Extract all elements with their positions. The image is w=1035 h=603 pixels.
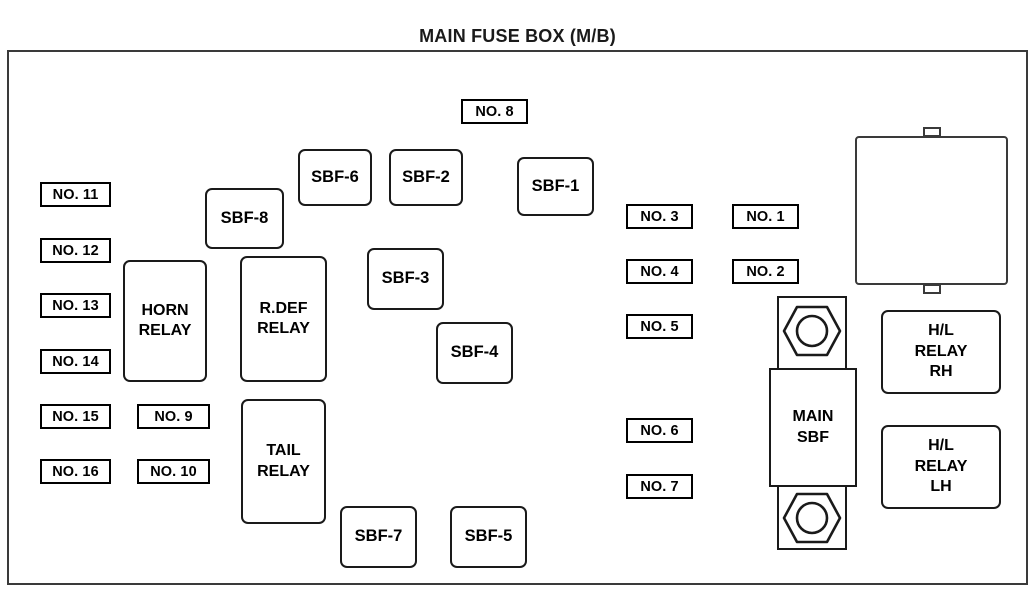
block-sbf-4[interactable]: SBF-4 bbox=[436, 322, 513, 384]
block-label-line: SBF-3 bbox=[381, 269, 430, 288]
block-sbf-1[interactable]: SBF-1 bbox=[517, 157, 594, 216]
fuse-label-text: NO. 5 bbox=[640, 318, 679, 335]
block-sbf-5[interactable]: SBF-5 bbox=[450, 506, 527, 568]
block-label-line: RELAY bbox=[914, 342, 968, 360]
fuse-label-no-12[interactable]: NO. 12 bbox=[40, 238, 111, 263]
main-sbf-body[interactable]: MAIN SBF bbox=[769, 368, 857, 487]
block-label-line: TAIL bbox=[266, 442, 301, 460]
fuse-label-text: NO. 4 bbox=[640, 263, 679, 280]
block-rdef-relay[interactable]: R.DEF RELAY bbox=[240, 256, 327, 382]
cover-box-tab-bottom bbox=[922, 284, 941, 294]
fuse-label-text: NO. 11 bbox=[52, 186, 99, 203]
block-sbf-3[interactable]: SBF-3 bbox=[367, 248, 444, 310]
fuse-label-text: NO. 1 bbox=[746, 208, 785, 225]
block-label-line: H/L bbox=[928, 322, 954, 340]
fuse-label-text: NO. 10 bbox=[150, 463, 197, 480]
fuse-label-no-6[interactable]: NO. 6 bbox=[626, 418, 693, 443]
block-label-line: SBF-1 bbox=[531, 176, 580, 195]
block-hl-relay-rh[interactable]: H/L RELAY RH bbox=[881, 310, 1001, 394]
fuse-label-text: NO. 13 bbox=[52, 297, 99, 314]
block-label-line: RELAY bbox=[914, 457, 968, 475]
fuse-label-no-11[interactable]: NO. 11 bbox=[40, 182, 111, 207]
fuse-label-text: NO. 14 bbox=[52, 353, 99, 370]
block-tail-relay[interactable]: TAIL RELAY bbox=[241, 399, 326, 524]
block-label-line: SBF-6 bbox=[311, 167, 359, 186]
block-sbf-7[interactable]: SBF-7 bbox=[340, 506, 417, 568]
main-sbf-bolt-top-hex-nut-icon bbox=[782, 303, 842, 359]
fuse-label-no-14[interactable]: NO. 14 bbox=[40, 349, 111, 374]
block-hl-relay-lh[interactable]: H/L RELAY LH bbox=[881, 425, 1001, 509]
block-label-line: RELAY bbox=[257, 320, 310, 337]
fuse-label-text: NO. 16 bbox=[52, 463, 99, 480]
block-label-line: R.DEF bbox=[259, 299, 308, 317]
main-sbf-bolt-bottom-hex-nut-icon bbox=[782, 490, 842, 546]
main-sbf-label-line: MAIN bbox=[792, 407, 834, 425]
fuse-label-text: NO. 2 bbox=[746, 263, 785, 280]
fuse-label-no-2[interactable]: NO. 2 bbox=[732, 259, 799, 284]
page-title: MAIN FUSE BOX (M/B) bbox=[419, 26, 616, 46]
block-label-line: HORN bbox=[141, 301, 189, 319]
block-sbf-2[interactable]: SBF-2 bbox=[389, 149, 463, 206]
fuse-label-no-10[interactable]: NO. 10 bbox=[137, 459, 210, 484]
block-label-line: SBF-8 bbox=[220, 208, 269, 227]
block-label-line: RH bbox=[929, 363, 953, 381]
fuse-label-no-5[interactable]: NO. 5 bbox=[626, 314, 693, 339]
block-label-line: H/L bbox=[928, 437, 954, 455]
fuse-label-no-4[interactable]: NO. 4 bbox=[626, 259, 693, 284]
fuse-label-text: NO. 15 bbox=[52, 408, 99, 425]
fuse-label-no-3[interactable]: NO. 3 bbox=[626, 204, 693, 229]
block-label-line: SBF-5 bbox=[464, 527, 513, 546]
block-label-line: SBF-4 bbox=[450, 343, 499, 362]
fuse-label-text: NO. 12 bbox=[52, 242, 99, 259]
block-label-line: RELAY bbox=[257, 462, 310, 480]
block-horn-relay[interactable]: HORN RELAY bbox=[123, 260, 207, 382]
fuse-label-no-15[interactable]: NO. 15 bbox=[40, 404, 111, 429]
block-label-line: SBF-2 bbox=[402, 167, 450, 186]
block-label-line: RELAY bbox=[138, 322, 192, 339]
block-label-line: LH bbox=[930, 478, 952, 496]
fuse-label-no-16[interactable]: NO. 16 bbox=[40, 459, 111, 484]
fuse-label-text: NO. 3 bbox=[640, 208, 679, 225]
fuse-label-text: NO. 7 bbox=[640, 478, 679, 495]
block-label-line: SBF-7 bbox=[354, 527, 403, 546]
block-sbf-8[interactable]: SBF-8 bbox=[205, 188, 284, 249]
fuse-label-no-13[interactable]: NO. 13 bbox=[40, 293, 111, 318]
fuse-label-no-9[interactable]: NO. 9 bbox=[137, 404, 210, 429]
fuse-label-text: NO. 6 bbox=[640, 422, 679, 439]
fuse-label-no-8[interactable]: NO. 8 bbox=[461, 99, 528, 124]
fuse-label-no-1[interactable]: NO. 1 bbox=[732, 204, 799, 229]
main-sbf-label-line: SBF bbox=[797, 428, 829, 446]
fuse-label-text: NO. 8 bbox=[475, 103, 514, 120]
cover-box-tab-top bbox=[922, 127, 941, 137]
cover-box[interactable] bbox=[855, 136, 1008, 285]
fuse-label-text: NO. 9 bbox=[154, 408, 193, 425]
fuse-label-no-7[interactable]: NO. 7 bbox=[626, 474, 693, 499]
block-sbf-6[interactable]: SBF-6 bbox=[298, 149, 372, 206]
